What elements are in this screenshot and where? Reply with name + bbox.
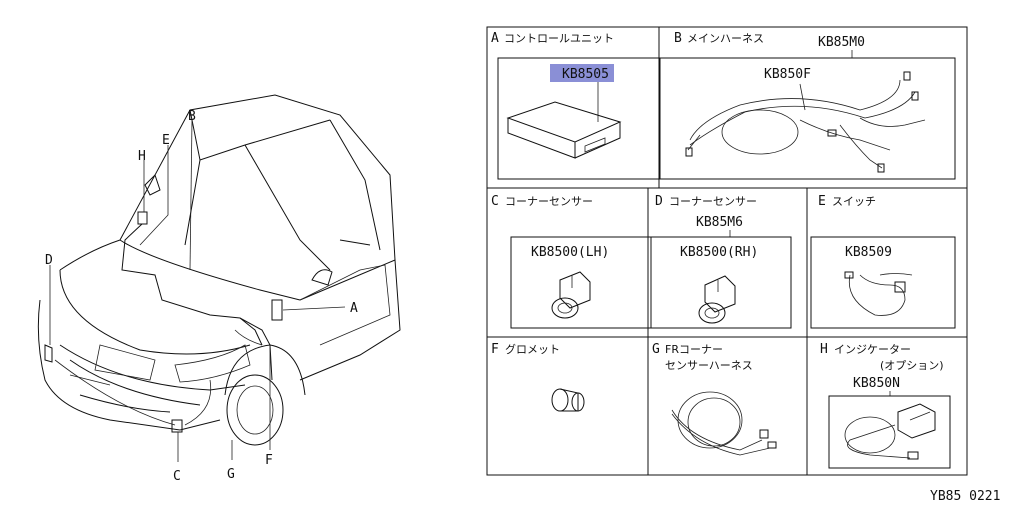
panel-corner-sensor-lh: C コーナーセンサー KB8500(LH) (491, 194, 652, 329)
panel-corner-sensor-rh: D コーナーセンサー KB85M6 KB8500(RH) (650, 194, 792, 329)
panel-grommet: F グロメット (491, 342, 585, 412)
callout-d: D (45, 253, 53, 268)
callout-b: B (188, 109, 196, 124)
panel-h-title-line2: (オプション) (880, 359, 944, 372)
panel-a-title: コントロールユニット (504, 32, 614, 45)
corner-sensor-lh-drawing (551, 271, 591, 319)
panel-switch: E スイッチ KB8509 (810, 194, 956, 329)
panel-c-letter: C (491, 194, 499, 209)
panel-b-title: メインハーネス (687, 32, 764, 45)
fr-harness-drawing (671, 391, 777, 456)
panel-e-title: スイッチ (832, 195, 876, 208)
callout-a: A (350, 301, 358, 316)
grommet-drawing (551, 388, 585, 412)
panel-indicator: H インジケーター (オプション) KB850N (820, 342, 951, 469)
callout-e: E (162, 133, 170, 148)
callout-c: C (173, 469, 181, 484)
diagram-code: YB85 0221 (930, 489, 1000, 504)
panel-a-part: KB8505 (562, 67, 609, 82)
indicator-drawing (844, 403, 936, 460)
panel-d-kit: KB85M6 (696, 215, 743, 230)
switch-drawing (844, 271, 913, 316)
callout-f: F (265, 453, 273, 468)
panel-g-title-line1: FRコーナー (665, 343, 723, 356)
parts-grid (486, 26, 968, 476)
panel-e-part: KB8509 (845, 245, 892, 260)
panel-e-letter: E (818, 194, 826, 209)
car-illustration (37, 94, 401, 462)
panel-f-title: グロメット (505, 342, 560, 356)
main-harness-drawing (685, 71, 926, 173)
panel-a-letter: A (491, 31, 499, 46)
panel-c-title: コーナーセンサー (505, 195, 593, 208)
panel-b-letter: B (674, 31, 682, 46)
panel-h-letter: H (820, 342, 828, 357)
callout-h: H (138, 149, 146, 164)
panel-d-letter: D (655, 194, 663, 209)
panel-h-title-line1: インジケーター (834, 343, 911, 356)
panel-g-letter: G (652, 342, 660, 357)
panel-f-letter: F (491, 342, 499, 357)
panel-fr-corner-sensor-harness: G FRコーナー センサーハーネス (652, 342, 777, 456)
panel-control-unit: A コントロールユニット KB8505 (491, 31, 661, 180)
callout-g: G (227, 467, 235, 482)
panel-b-part: KB850F (764, 67, 811, 82)
panel-d-title: コーナーセンサー (669, 195, 757, 208)
panel-g-title-line2: センサーハーネス (665, 359, 753, 372)
panel-c-part: KB8500(LH) (531, 245, 609, 260)
panel-h-part: KB850N (853, 376, 900, 391)
panel-d-part: KB8500(RH) (680, 245, 758, 260)
corner-sensor-rh-drawing (698, 275, 736, 324)
control-unit-drawing (506, 101, 622, 159)
part-number-highlight (550, 64, 614, 82)
panel-main-harness: B メインハーネス KB85M0 KB850F (659, 31, 956, 180)
panel-b-kit: KB85M0 (818, 35, 865, 50)
